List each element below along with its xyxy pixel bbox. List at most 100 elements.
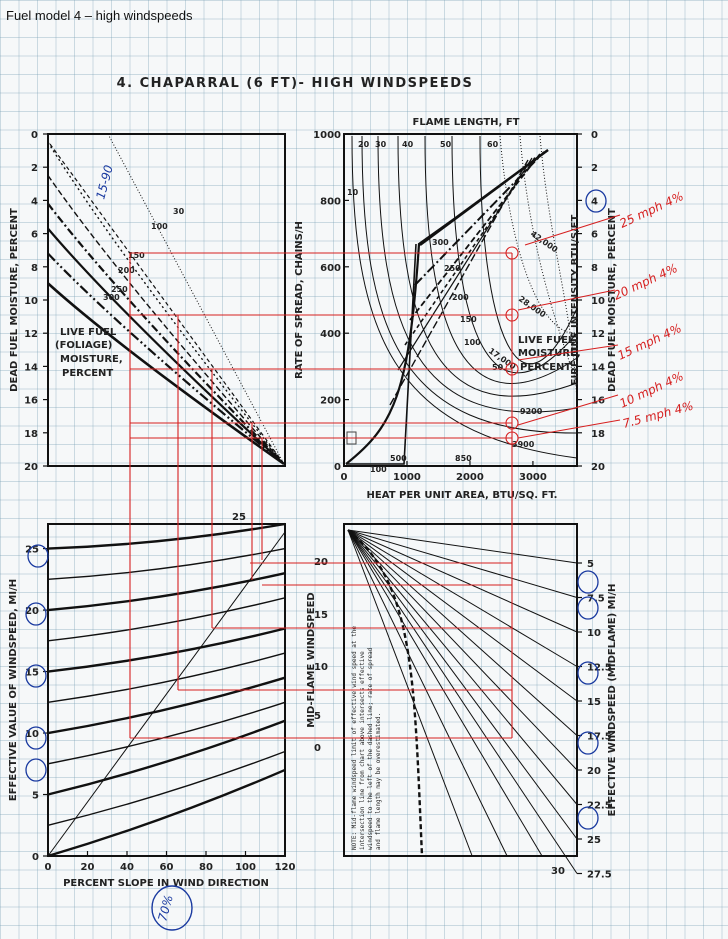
- ul-ytick-label: 6: [31, 230, 38, 241]
- ll-ytick-label: 5: [32, 791, 39, 802]
- flame-length-value: 50: [440, 140, 452, 149]
- flame-length-value: 20: [358, 140, 370, 149]
- ul-ytick-label: 10: [24, 296, 38, 307]
- intensity-label: 3900: [512, 440, 535, 449]
- red-leader: [517, 289, 616, 311]
- ul-ytick-label: 4: [31, 196, 38, 207]
- ur-envelope-lower: [346, 243, 417, 465]
- flame-length-curve: [479, 135, 578, 365]
- lr-right-label: EFFECTIVE WINDSPEED (MIDFLAME) MI/H: [607, 584, 618, 817]
- lr-fan-line: [347, 529, 578, 805]
- ll-ytick-label: 25: [25, 545, 39, 556]
- lr-rtick-label: 7.5: [587, 594, 605, 605]
- ur-envelope: [345, 149, 549, 465]
- ll-xtick-label: 120: [275, 862, 296, 873]
- blue-circle: [577, 570, 599, 594]
- lr-fan-line: [347, 529, 578, 771]
- ur-rtick-label: 12: [591, 329, 605, 340]
- lr-dashed-limit: [347, 529, 424, 857]
- ur-live-fuel-2: MOISTURE,: [518, 348, 581, 359]
- ul-ylabel: DEAD FUEL MOISTURE, PERCENT: [9, 208, 20, 392]
- lr-rtick-label: 17.5: [587, 732, 612, 743]
- panel-rate-of-spread: RATE OF SPREAD, CHAINS/H FLAME LENGTH, F…: [294, 117, 618, 501]
- ll-curve-2.5: [47, 750, 286, 826]
- ur-live-fuel-line: [389, 159, 529, 406]
- lr-fan-line: [347, 529, 508, 857]
- ll-curve-0: [47, 768, 286, 858]
- ur-live-fuel-value: 100: [464, 338, 481, 347]
- flame-length-value: 40: [402, 140, 414, 149]
- live-fuel-label-3: MOISTURE,: [60, 354, 123, 365]
- ll-series: [47, 522, 286, 858]
- lr-fan-line: [347, 529, 578, 667]
- ur-live-fuel-value: 50: [492, 363, 504, 372]
- ul-curve-150: [47, 203, 285, 465]
- lr-left-tick: 15: [314, 610, 328, 621]
- ur-live-fuel-value: 300: [432, 238, 449, 247]
- lr-rtick-label: 12.5: [587, 663, 612, 674]
- lr-left-label: MID-FLAME WINDSPEED: [306, 592, 317, 727]
- intensity-label: 9200: [520, 407, 543, 416]
- red-leader: [524, 214, 621, 246]
- ll-curve-10: [47, 676, 286, 735]
- ul-curve-100: [47, 175, 285, 465]
- red-circle: [505, 246, 519, 260]
- flame-length-value: 10: [347, 188, 359, 197]
- document-header: Fuel model 4 – high windspeeds: [6, 8, 193, 23]
- chart-title: 4. CHAPARRAL (6 FT)- HIGH WINDSPEEDS: [117, 76, 474, 91]
- ur-rtick-label: 0: [591, 130, 598, 141]
- ur-ytick-label: 600: [320, 263, 341, 274]
- ll-xtick-label: 40: [120, 862, 134, 873]
- ll-diagonal: [47, 531, 286, 857]
- blue-circle: [577, 661, 599, 685]
- ul-curve-200: [47, 227, 285, 465]
- blue-circle: [577, 806, 599, 830]
- ul-ytick-label: 12: [24, 329, 38, 340]
- live-fuel-label-2: (FOLIAGE): [55, 340, 112, 351]
- ul-curve-label: 150: [128, 251, 145, 260]
- flame-length-label: FLAME LENGTH, FT: [413, 117, 520, 128]
- lr-fan-line: [347, 529, 578, 874]
- lr-left-tick: 0: [314, 743, 321, 754]
- ll-curve-5: [47, 719, 286, 796]
- flame-length-curve: [397, 135, 578, 397]
- ur-right-ylabel: DEAD FUEL MOISTURE, PERCENT: [607, 208, 618, 392]
- lr-rtick-label: 27.5: [587, 870, 612, 881]
- ul-curve-extra: [49, 143, 285, 465]
- lr-left-tick: 5: [314, 711, 321, 722]
- ur-rtick-label: 2: [591, 163, 598, 174]
- ur-ytick-label: 0: [334, 462, 341, 473]
- ur-ytick-label: 200: [320, 396, 341, 407]
- panel-midflame-windspeed: MID-FLAME WINDSPEED EFFECTIVE WINDSPEED …: [306, 523, 618, 881]
- ll-xtick-label: 20: [81, 862, 95, 873]
- anno-20mph: 20 mph 4%: [611, 261, 679, 303]
- ul-curve-30: [47, 141, 285, 465]
- blue-circle: [585, 189, 607, 213]
- fire-line-intensity-label: FIRE LINE INTENSITY BTU/S/FT: [570, 215, 581, 386]
- ul-curve-label: 30: [173, 207, 185, 216]
- anno-15-90: 15-90: [93, 163, 116, 201]
- ul-curve-label: 200: [118, 266, 135, 275]
- flame-length-value: 30: [375, 140, 387, 149]
- ul-curve-300: [47, 282, 285, 466]
- panel-dead-fuel-moisture: DEAD FUEL MOISTURE, PERCENT 024681012141…: [9, 130, 286, 473]
- lr-fan-line: [347, 529, 578, 564]
- ur-live-fuel-line: [404, 155, 537, 346]
- lr-bottom-30: 30: [551, 866, 565, 877]
- ul-ytick-label: 20: [24, 462, 38, 473]
- ur-ytick-label: 1000: [313, 130, 341, 141]
- ur-live-fuel-3: PERCENT: [520, 362, 571, 373]
- intensity-label: 850: [455, 454, 472, 463]
- ur-rtick-label: 4: [591, 196, 598, 207]
- panel-effective-windspeed: EFFECTIVE VALUE OF WINDSPEED, MI/H PERCE…: [8, 512, 295, 889]
- red-circle: [505, 416, 519, 430]
- ll-curve-7.5: [47, 701, 286, 765]
- flame-length-curve: [361, 135, 578, 434]
- flame-length-curve: [351, 135, 578, 459]
- ur-ylabel: RATE OF SPREAD, CHAINS/H: [294, 221, 305, 379]
- flame-length-value: 60: [487, 140, 499, 149]
- intensity-label: 500: [390, 454, 407, 463]
- lr-rtick-label: 20: [587, 766, 601, 777]
